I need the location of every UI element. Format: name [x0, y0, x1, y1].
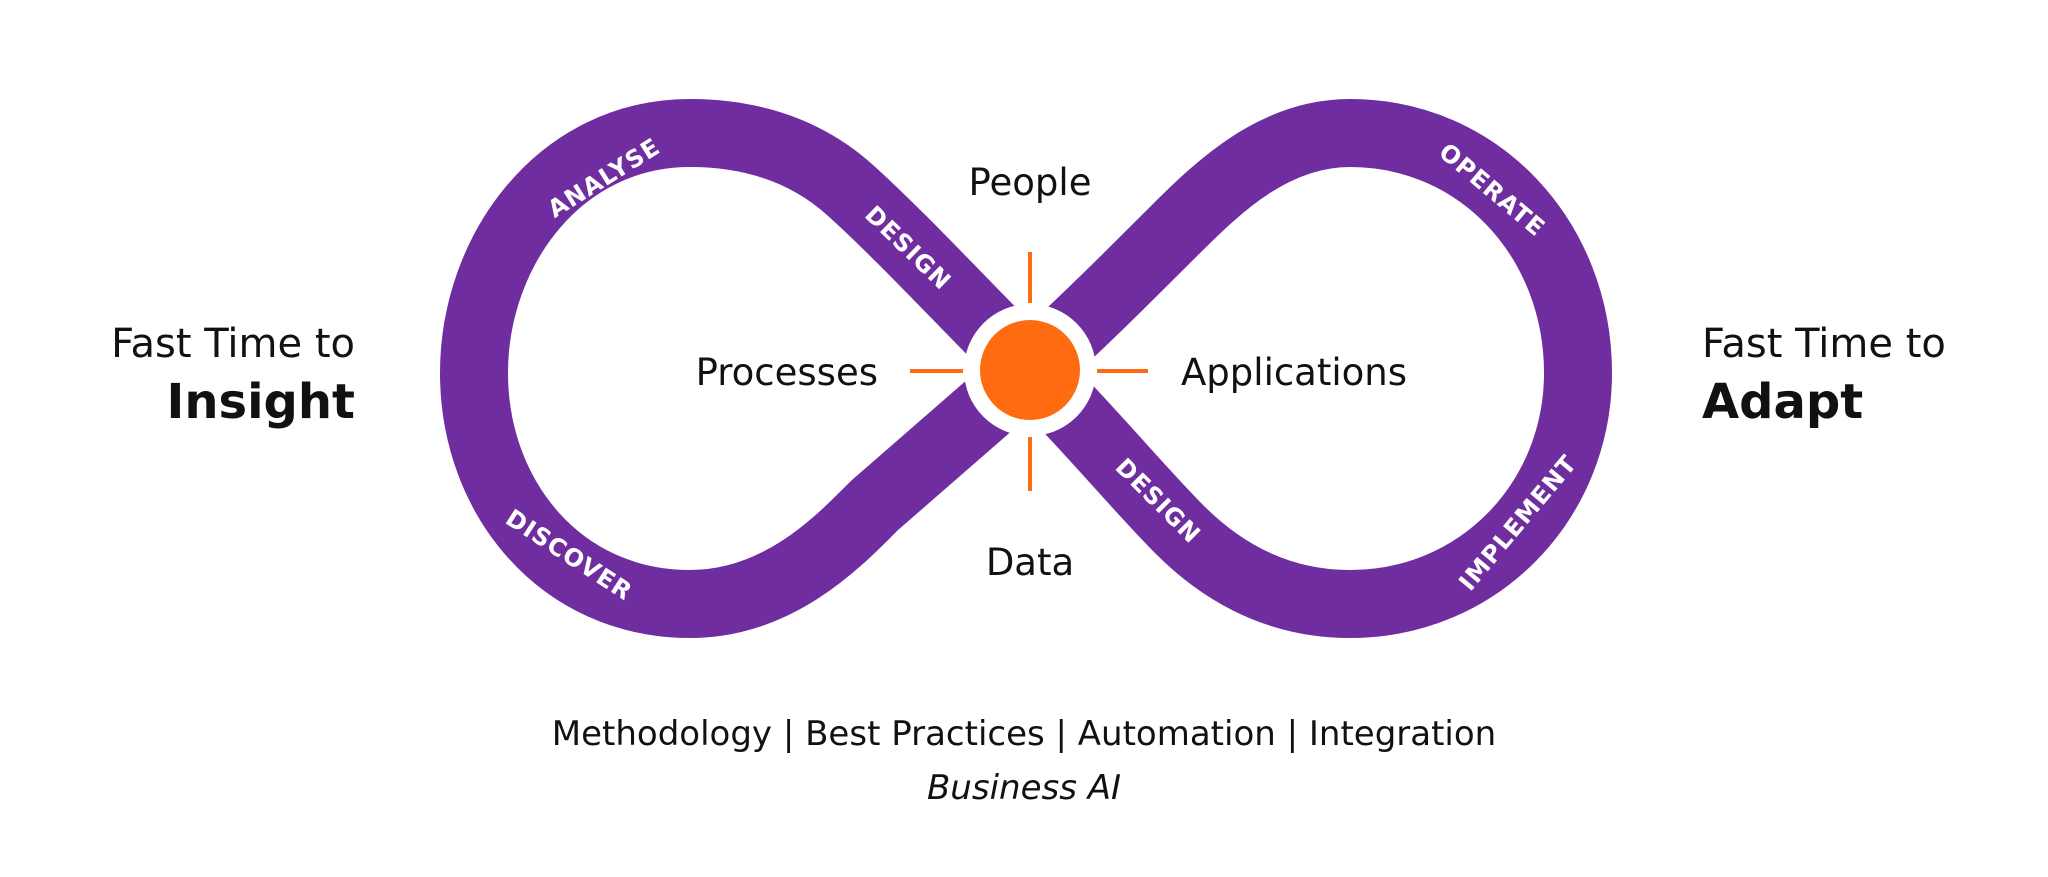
footer-pillars: Methodology | Best Practices | Automatio… [551, 714, 1497, 754]
left-outcome-prefix: Fast Time to [111, 321, 355, 367]
node-label-processes: Processes [696, 351, 878, 394]
left-outcome-block: Fast Time to Insight [111, 316, 355, 432]
node-label-people: People [969, 161, 1092, 204]
hub-circle [980, 320, 1080, 420]
right-outcome-prefix: Fast Time to [1702, 321, 1946, 367]
footer-tagline: Business AI [926, 768, 1122, 808]
infinity-loop [440, 99, 1612, 638]
right-outcome-keyword: Adapt [1702, 374, 1864, 430]
left-outcome-keyword: Insight [166, 374, 355, 430]
node-label-applications: Applications [1181, 351, 1407, 394]
node-label-data: Data [986, 541, 1074, 584]
right-outcome-block: Fast Time to Adapt [1702, 316, 1946, 432]
